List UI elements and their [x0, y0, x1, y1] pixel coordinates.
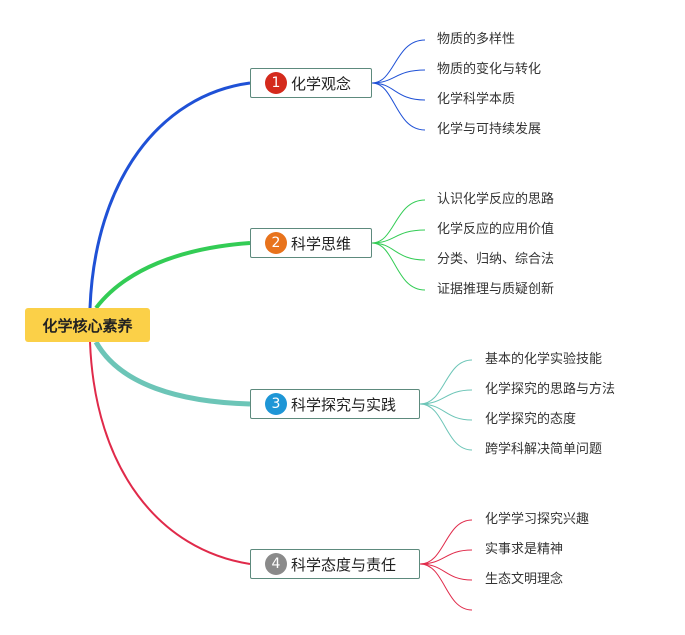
connector-branch-3-leaf-2: [419, 389, 473, 405]
connector-branch-4-leaf-1: [419, 519, 473, 565]
number-badge-icon: 2: [265, 232, 287, 254]
leaf-node[interactable]: 基本的化学实验技能: [485, 352, 603, 367]
leaf-node[interactable]: 实事求是精神: [485, 542, 564, 557]
leaf-node[interactable]: 跨学科解决简单问题: [485, 442, 603, 457]
connector-branch-1-leaf-1: [371, 39, 426, 84]
branch-label: 科学思维: [291, 234, 352, 253]
leaf-node[interactable]: 化学与可持续发展: [437, 122, 542, 137]
number-badge-icon: 3: [265, 393, 287, 415]
connector-root-branch-4: [89, 341, 251, 565]
connector-root-branch-2: [94, 241, 251, 310]
connector-branch-1-leaf-4: [371, 82, 426, 131]
leaf-node[interactable]: 物质的多样性: [437, 32, 516, 47]
leaf-node[interactable]: 化学学习探究兴趣: [485, 512, 590, 527]
connector-branch-3-leaf-1: [419, 359, 473, 405]
leaf-node[interactable]: 化学科学本质: [437, 92, 516, 107]
leaf-node[interactable]: 化学探究的态度: [485, 412, 577, 427]
connector-branch-3-leaf-3: [419, 403, 473, 421]
leaf-node[interactable]: 认识化学反应的思路: [437, 192, 555, 207]
connector-branch-2-leaf-3: [371, 242, 426, 261]
branch-label: 科学探究与实践: [291, 395, 397, 414]
root-node[interactable]: 化学核心素养: [25, 308, 150, 342]
connector-branch-2-leaf-2: [371, 229, 426, 244]
branch-node-1[interactable]: 1 化学观念: [250, 68, 372, 98]
leaf-node[interactable]: 化学反应的应用价值: [437, 222, 555, 237]
root-label: 化学核心素养: [42, 316, 133, 335]
connector-branch-4-leaf-3: [419, 563, 473, 581]
branch-label: 科学态度与责任: [291, 555, 397, 574]
connector-root-branch-3: [93, 340, 251, 407]
branch-node-2[interactable]: 2 科学思维: [250, 228, 372, 258]
leaf-node[interactable]: 证据推理与质疑创新: [437, 282, 555, 297]
connector-branch-2-leaf-1: [371, 199, 426, 244]
connector-branch-4-leaf-4: [419, 563, 473, 611]
connector-branch-4-leaf-2: [419, 549, 473, 565]
leaf-node[interactable]: 生态文明理念: [485, 572, 564, 587]
connector-branch-1-leaf-2: [371, 69, 426, 84]
leaf-node[interactable]: 化学探究的思路与方法: [485, 382, 616, 397]
number-badge-icon: 1: [265, 72, 287, 94]
connector-root-branch-1: [88, 81, 251, 309]
number-badge-icon: 4: [265, 553, 287, 575]
branch-node-3[interactable]: 3 科学探究与实践: [250, 389, 420, 419]
connector-branch-1-leaf-3: [371, 82, 426, 101]
connector-branch-3-leaf-4: [419, 403, 473, 451]
branch-node-4[interactable]: 4 科学态度与责任: [250, 549, 420, 579]
connector-branch-2-leaf-4: [371, 242, 426, 291]
leaf-node[interactable]: 分类、归纳、综合法: [437, 252, 555, 267]
branch-label: 化学观念: [291, 74, 352, 93]
leaf-node[interactable]: 物质的变化与转化: [437, 62, 542, 77]
